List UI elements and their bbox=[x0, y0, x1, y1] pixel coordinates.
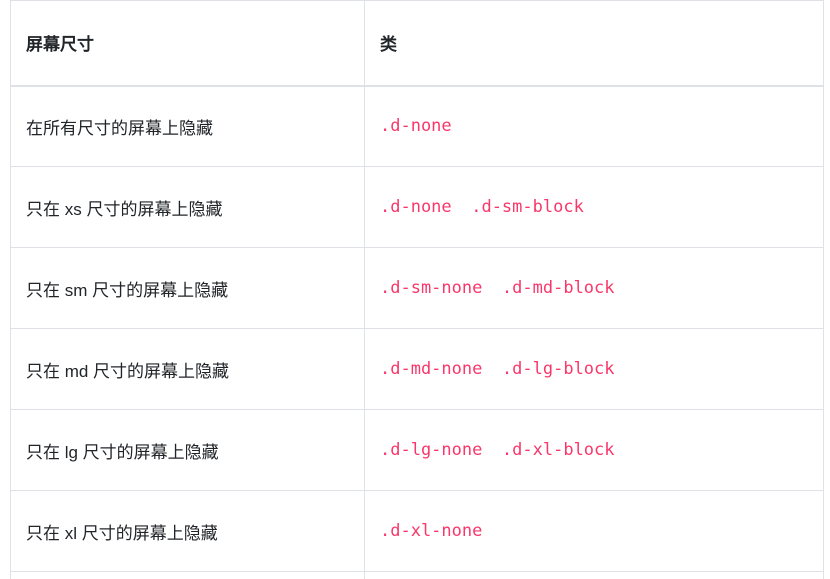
table-row: 只在 xs 尺寸的屏幕上隐藏 .d-none .d-sm-block bbox=[10, 166, 824, 248]
utility-class-code: .d-xl-none bbox=[380, 521, 483, 541]
class-cell: .d-xl-none bbox=[364, 490, 824, 572]
class-cell: .d-none bbox=[364, 85, 824, 167]
class-cell: .d-sm-none .d-md-block bbox=[364, 247, 824, 329]
table-row: 在所有尺寸的屏幕上隐藏 .d-none bbox=[10, 85, 824, 167]
class-cell: .d-lg-none .d-xl-block bbox=[364, 409, 824, 491]
table-header-row: 屏幕尺寸 类 bbox=[10, 0, 824, 87]
utility-class-code: .d-sm-none .d-md-block bbox=[380, 278, 615, 298]
utility-class-code: .d-md-none .d-lg-block bbox=[380, 359, 615, 379]
table-header: 屏幕尺寸 类 bbox=[10, 0, 824, 87]
table-row-partial-cropped bbox=[10, 571, 824, 579]
screen-size-cell bbox=[10, 571, 365, 579]
class-cell: .d-none .d-sm-block bbox=[364, 166, 824, 248]
screen-size-cell: 在所有尺寸的屏幕上隐藏 bbox=[10, 85, 365, 167]
display-utilities-table: 屏幕尺寸 类 在所有尺寸的屏幕上隐藏 .d-none 只在 xs 尺寸的屏幕上隐… bbox=[10, 0, 824, 579]
table-row: 只在 lg 尺寸的屏幕上隐藏 .d-lg-none .d-xl-block bbox=[10, 409, 824, 491]
column-header-screen-size: 屏幕尺寸 bbox=[10, 0, 365, 87]
utility-class-code: .d-none .d-sm-block bbox=[380, 197, 584, 217]
table-row: 只在 md 尺寸的屏幕上隐藏 .d-md-none .d-lg-block bbox=[10, 328, 824, 410]
screen-size-cell: 只在 lg 尺寸的屏幕上隐藏 bbox=[10, 409, 365, 491]
class-cell bbox=[364, 571, 824, 579]
screen-size-cell: 只在 xl 尺寸的屏幕上隐藏 bbox=[10, 490, 365, 572]
screen-size-cell: 只在 sm 尺寸的屏幕上隐藏 bbox=[10, 247, 365, 329]
table-row: 只在 xl 尺寸的屏幕上隐藏 .d-xl-none bbox=[10, 490, 824, 572]
screen-size-cell: 只在 xs 尺寸的屏幕上隐藏 bbox=[10, 166, 365, 248]
column-header-class: 类 bbox=[364, 0, 824, 87]
utility-class-code: .d-lg-none .d-xl-block bbox=[380, 440, 615, 460]
table-row: 只在 sm 尺寸的屏幕上隐藏 .d-sm-none .d-md-block bbox=[10, 247, 824, 329]
table-body: 在所有尺寸的屏幕上隐藏 .d-none 只在 xs 尺寸的屏幕上隐藏 .d-no… bbox=[10, 85, 824, 579]
utility-class-code: .d-none bbox=[380, 116, 452, 137]
screen-size-cell: 只在 md 尺寸的屏幕上隐藏 bbox=[10, 328, 365, 410]
class-cell: .d-md-none .d-lg-block bbox=[364, 328, 824, 410]
